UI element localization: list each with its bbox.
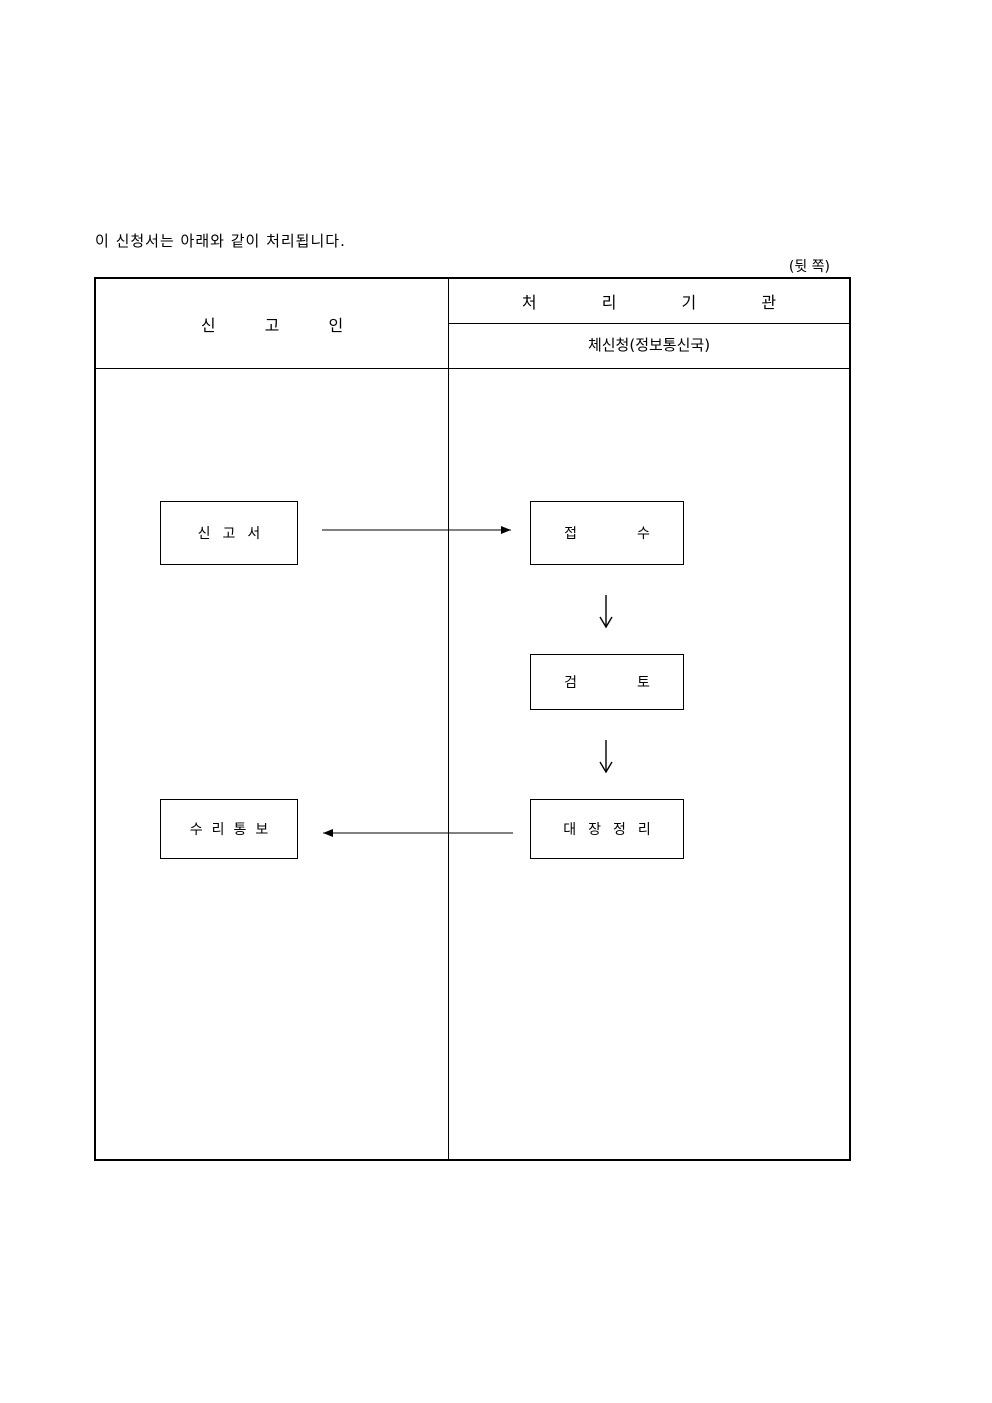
flow-box-receive-label: 접수 (564, 526, 710, 542)
flow-box-report: 신고서 (160, 501, 298, 565)
flow-box-notice-label: 수리통보 (189, 822, 278, 838)
intro-text: 이 신청서는 아래와 같이 처리됩니다. (95, 232, 346, 250)
agency-header-divider (449, 323, 849, 324)
applicant-column-header: 신 고 인 (200, 316, 366, 335)
flow-box-review-label: 검토 (564, 675, 710, 691)
column-divider (448, 279, 449, 1159)
agency-column-header: 처 리 기 관 (521, 293, 807, 312)
flow-box-report-label: 신고서 (197, 526, 273, 542)
agency-name: 체신청(정보통신국) (587, 336, 711, 354)
flow-box-ledger: 대장정리 (530, 799, 684, 859)
flow-box-receive: 접수 (530, 501, 684, 565)
page-side-label: (뒷 쪽) (788, 259, 830, 275)
flow-box-ledger-label: 대장정리 (563, 822, 663, 838)
flow-box-review: 검토 (530, 654, 684, 710)
process-table (94, 277, 851, 1161)
header-divider (96, 368, 849, 369)
flow-box-notice: 수리통보 (160, 799, 298, 859)
